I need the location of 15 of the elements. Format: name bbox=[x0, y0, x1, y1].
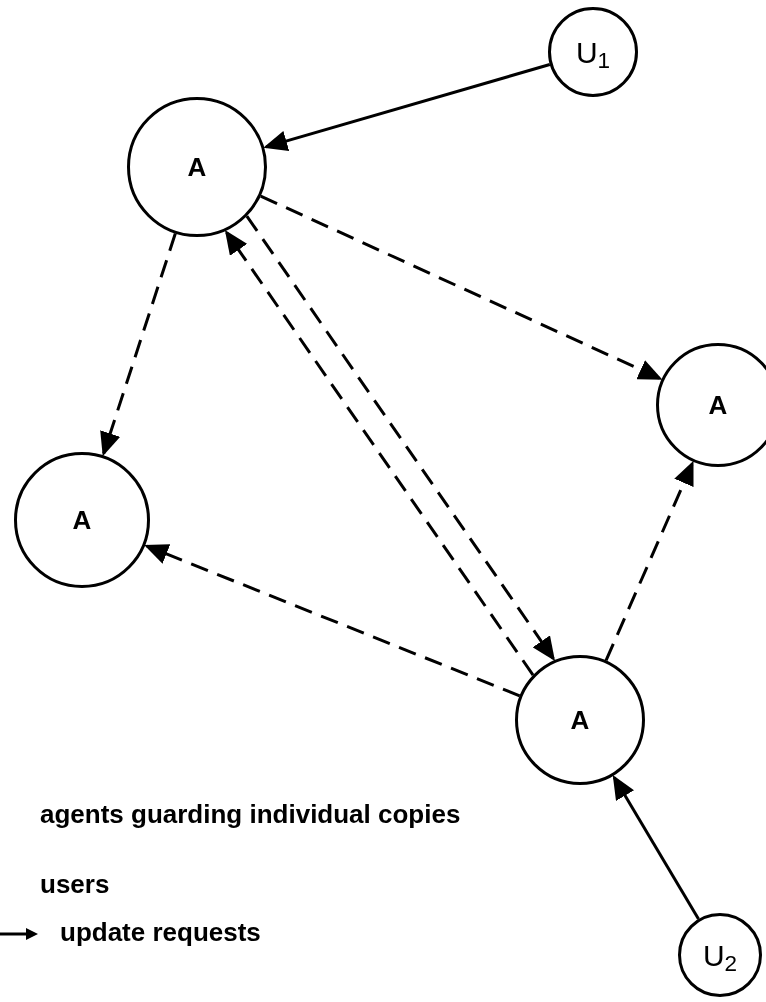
node-label: A bbox=[187, 150, 207, 184]
node-label: U$_{2}$ bbox=[702, 937, 738, 978]
arrow bbox=[245, 215, 555, 662]
legend-text: users bbox=[40, 870, 111, 898]
node-label: A bbox=[72, 503, 92, 537]
arrow bbox=[144, 544, 521, 698]
arrow bbox=[260, 194, 663, 380]
arrow bbox=[224, 230, 535, 676]
node-label: A bbox=[570, 703, 590, 737]
node-label: A bbox=[708, 388, 728, 422]
legend-text: update requests bbox=[60, 918, 262, 946]
legend-text: agents guarding individual copies bbox=[40, 800, 462, 828]
arrow bbox=[604, 460, 694, 662]
node-label: U$_{1}$ bbox=[575, 34, 611, 75]
arrow bbox=[612, 775, 700, 920]
